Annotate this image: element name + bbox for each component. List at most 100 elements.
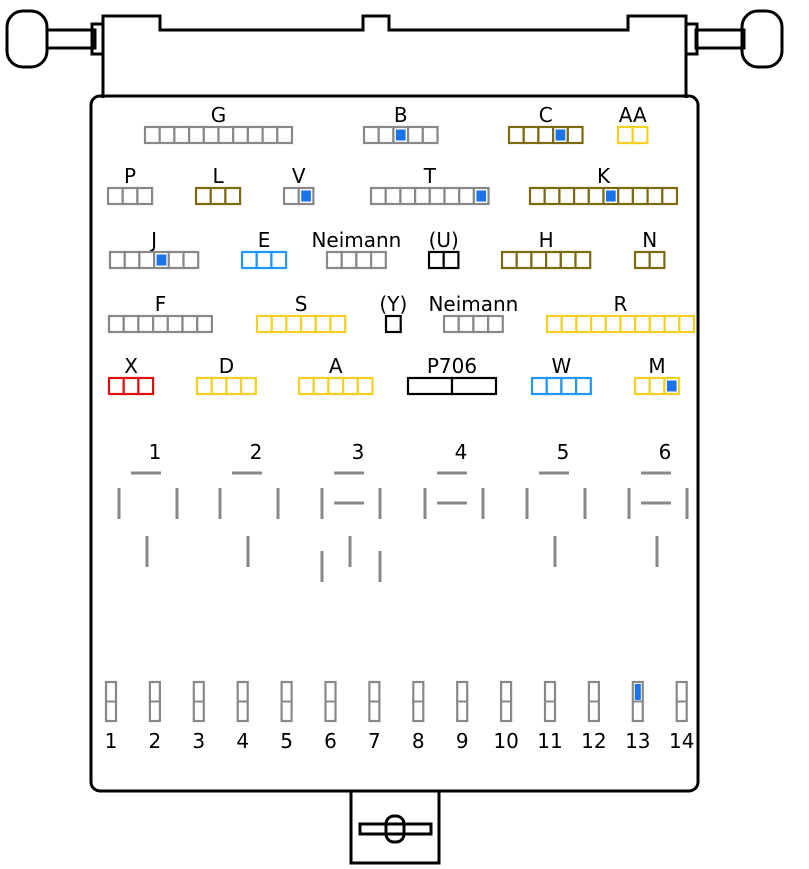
connector-label: (U) <box>429 228 459 252</box>
connector-label: N <box>642 228 657 252</box>
fuse-6: 6 <box>324 680 337 753</box>
connector-pin <box>442 314 460 334</box>
connector-pin <box>587 186 605 206</box>
relay-label: 4 <box>455 440 468 464</box>
connector-pin <box>646 186 664 206</box>
fuse-number: 4 <box>236 729 249 753</box>
connector-s: S <box>255 292 347 334</box>
connector-label: T <box>423 164 437 188</box>
connector-pin-occupied <box>301 190 311 202</box>
fuse-8: 8 <box>412 680 425 753</box>
connector-pin <box>202 125 220 145</box>
housing <box>5 9 784 865</box>
fuse-3: 3 <box>192 680 205 753</box>
connector-pin <box>370 250 387 270</box>
connector-pin <box>173 125 191 145</box>
relay-4: 4 <box>423 440 485 519</box>
connector-pin <box>188 125 205 145</box>
connector-b: B <box>362 103 439 145</box>
connector-pin <box>575 314 593 334</box>
connector-pin <box>377 125 395 145</box>
connector-label: B <box>394 103 408 127</box>
fuse-number: 12 <box>581 729 606 753</box>
left-handle-joint <box>90 22 105 56</box>
fuse-2: 2 <box>149 680 162 753</box>
relay-2: 2 <box>218 440 280 567</box>
relay-label: 1 <box>149 440 162 464</box>
connector-p706: P706 <box>406 354 498 396</box>
connector-neimann: Neimann <box>428 292 518 334</box>
connector-pin <box>314 314 332 334</box>
connector-pin <box>487 314 504 334</box>
connector-label: K <box>597 164 611 188</box>
connector-pin <box>566 125 584 145</box>
connector-pin <box>633 376 651 396</box>
connector-pin <box>574 250 592 270</box>
fuse-number: 2 <box>149 729 162 753</box>
connector-pin-occupied <box>476 190 487 202</box>
fuse-1: 1 <box>105 680 118 753</box>
connector-label: P706 <box>427 354 477 378</box>
relay-label: 2 <box>250 440 263 464</box>
connector-a: A <box>297 354 374 396</box>
connector-pin <box>648 314 666 334</box>
fuse-5: 5 <box>280 680 293 753</box>
connector-label: V <box>292 164 306 188</box>
fuse-13: 13 <box>625 680 651 753</box>
bottom-latch-bar <box>358 822 433 836</box>
connector-pin <box>108 250 126 270</box>
connector-pin <box>530 376 548 396</box>
connector-pin-occupied <box>395 129 406 141</box>
relay-6: 6 <box>627 440 689 567</box>
connector-pin <box>246 125 264 145</box>
fuse-7: 7 <box>368 680 381 753</box>
connector-pin <box>414 186 431 206</box>
connector-d: D <box>195 354 257 396</box>
connector-pin <box>224 186 242 206</box>
relay-1: 1 <box>117 440 179 567</box>
connector-label: C <box>539 103 553 127</box>
relay-5: 5 <box>525 440 587 567</box>
fuse-number: 1 <box>105 729 118 753</box>
connector-pin <box>528 186 546 206</box>
connector-pin <box>285 314 303 334</box>
connector-pin <box>123 250 141 270</box>
relay-label: 6 <box>659 440 672 464</box>
fuse-number: 10 <box>493 729 518 753</box>
connector-pin <box>195 376 213 396</box>
connector-pin <box>384 186 402 206</box>
connector-pin <box>327 376 345 396</box>
connector-pin <box>297 376 315 396</box>
connector-pin <box>545 314 563 334</box>
connector-pin <box>442 250 460 270</box>
connector-pin-occupied <box>156 254 167 266</box>
connector-r: R <box>545 292 696 334</box>
connector-pin <box>276 125 294 145</box>
fuse-number: 5 <box>280 729 293 753</box>
right-handle-knob <box>740 9 784 69</box>
connector-pin <box>122 314 140 334</box>
connector-pin <box>106 186 124 206</box>
connector-pin <box>122 376 140 396</box>
connector-neimann: Neimann <box>311 228 401 270</box>
connector-pin <box>450 376 498 396</box>
right-handle-shaft <box>694 28 746 50</box>
connector-pin <box>530 250 548 270</box>
connector-pin <box>167 250 185 270</box>
fuse-10: 10 <box>493 680 519 753</box>
connector-label: P <box>124 164 136 188</box>
connector-pin <box>232 125 249 145</box>
connector-pin <box>225 376 243 396</box>
fuse-11: 11 <box>537 680 563 753</box>
right-handle-joint <box>684 22 699 56</box>
connector-label: M <box>648 354 665 378</box>
connector-pin <box>572 186 590 206</box>
connector-pin <box>152 314 169 334</box>
connector-pin <box>472 314 490 334</box>
connector-pin <box>428 186 446 206</box>
connector-label: W <box>552 354 572 378</box>
